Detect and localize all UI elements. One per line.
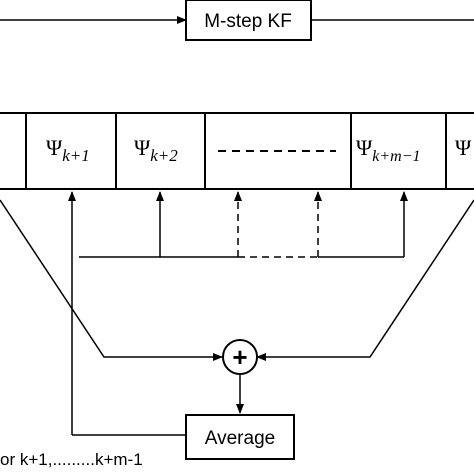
psi-k-plus-m-minus-1: Ψk+m−1 [356,135,420,165]
average-box [185,414,295,460]
kf-path: M-step KF [0,0,474,41]
m-step-kf-label: M-step KF [204,11,292,32]
m-step-kf-box [185,0,312,41]
average-label: Average [205,428,275,449]
average-block: Average [185,414,295,460]
psi-k-plus-1: Ψk+1 [46,135,90,165]
sum-inputs [0,199,474,361]
psi-cut-off: Ψ [455,135,472,160]
index-range-note: or k+1,.........k+m-1 [0,450,143,469]
right-input-to-sum [256,199,474,361]
left-input-to-sum [0,199,223,361]
feedback-bus [68,191,408,435]
state-vector-row: Ψk+1 Ψk+2 Ψk+m−1 Ψ [0,112,474,190]
sum-plus-sign: + [232,342,247,372]
sum-node: + [222,339,258,375]
psi-k-plus-2: Ψk+2 [134,135,178,165]
